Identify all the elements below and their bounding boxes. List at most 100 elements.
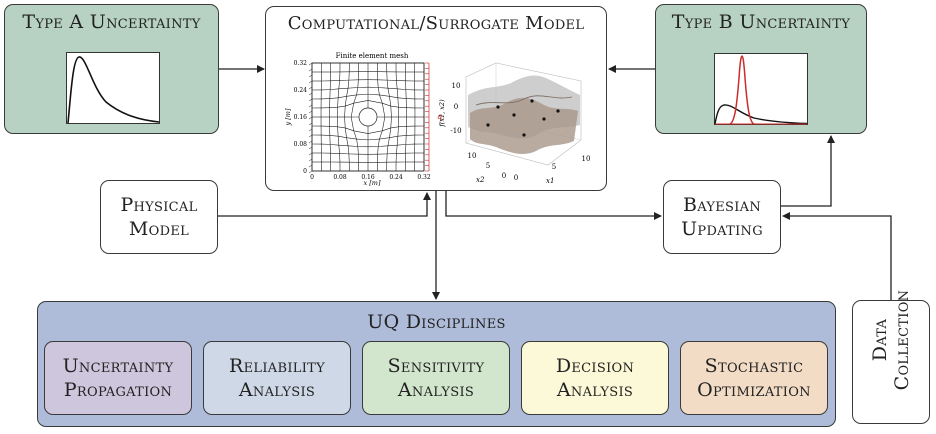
mesh-edge [387, 144, 398, 147]
sample-point [530, 99, 534, 103]
surface-x1-tick: 5 [552, 163, 556, 171]
mesh-x-tick: 0.08 [333, 174, 347, 181]
mesh-edge [329, 97, 339, 99]
mesh-support-hatch [308, 164, 313, 168]
mesh-edge [338, 144, 349, 147]
mesh-edge [337, 126, 339, 137]
mesh-edge [390, 105, 399, 108]
mesh-edge [379, 130, 383, 140]
mesh-edge [396, 136, 399, 146]
mesh-hole [358, 107, 378, 127]
mesh-edge [348, 145, 358, 147]
mesh-grid [308, 62, 430, 174]
surrogate-surface-plot: 10 0 -10 f(x1, x2) 10 5 0 x2 0 5 10 x1 [438, 62, 591, 185]
mesh-y-tick: 0.16 [294, 114, 308, 121]
mesh-support-hatch [308, 146, 313, 150]
mesh-edge [346, 88, 349, 97]
physical-model-line1: Physical [120, 194, 198, 216]
type-b-title: Type B Uncertainty [671, 11, 851, 33]
mesh-support-hatch [308, 134, 313, 138]
mesh-edge [396, 145, 398, 154]
sample-point [556, 109, 560, 113]
type-a-pdf-plot [66, 52, 160, 124]
mesh-edge [350, 103, 354, 118]
bayesian-updating-line2: Updating [681, 218, 763, 240]
mesh-edge [338, 80, 340, 89]
mesh-x-tick: 0 [310, 174, 314, 181]
mesh-edge [386, 145, 389, 154]
mesh-edge [379, 137, 390, 140]
mesh-edge [344, 106, 346, 118]
type-b-pdf-plot [714, 53, 808, 125]
mesh-load-label: q [437, 112, 442, 121]
mesh-edge [329, 135, 339, 137]
mesh-support-hatch [308, 110, 313, 114]
mesh-edge [356, 87, 359, 95]
mesh-support-hatch [308, 116, 313, 120]
mesh-support-hatch [308, 152, 313, 156]
uq-item-line1: Reliability [229, 355, 325, 377]
mesh-edge [353, 100, 369, 104]
mesh-support-hatch [308, 86, 313, 90]
mesh-edge [387, 88, 390, 97]
mesh-y-tick: 0.08 [294, 141, 308, 148]
mesh-edge [387, 87, 398, 90]
type-a-title: Type A Uncertainty [22, 11, 201, 33]
mesh-edge [398, 106, 407, 109]
uq-item-line2: Analysis [556, 379, 634, 401]
data-collection-line2: Collection [891, 289, 913, 391]
mesh-edge [356, 139, 359, 147]
type-a-uncertainty-box: Type A Uncertainty [4, 4, 219, 134]
type-b-posterior-curve [729, 55, 755, 125]
sample-point [486, 123, 490, 127]
mesh-edge [345, 102, 354, 107]
mesh-edge [356, 138, 369, 141]
mesh-support-hatch [308, 98, 313, 102]
uq-item-stochastic-optimization: Stochastic Optimization [680, 341, 828, 415]
uq-item-line1: Stochastic [704, 355, 804, 377]
uq-item-line1: Decision [555, 355, 635, 377]
surface-z-tick: 0 [454, 103, 458, 111]
mesh-edge [382, 102, 391, 107]
mesh-edge [347, 145, 350, 154]
mesh-edge [337, 126, 346, 129]
mesh-edge [346, 94, 357, 97]
mesh-edge [338, 135, 347, 138]
uq-item-line1: Uncertainty [62, 355, 174, 377]
mesh-edge [367, 130, 383, 134]
uq-item-sensitivity-analysis: Sensitivity Analysis [362, 341, 510, 415]
mesh-edge [356, 93, 369, 96]
mesh-edge [396, 88, 399, 98]
mesh-x-label: x [m] [364, 179, 381, 187]
mesh-edge [353, 130, 357, 140]
mesh-y-tick: 0.32 [294, 60, 308, 67]
mesh-edge [377, 139, 380, 147]
mesh-edge [377, 79, 379, 88]
mesh-support-hatch [308, 122, 313, 126]
mesh-edge [329, 106, 338, 109]
mesh-support-hatch [308, 74, 313, 78]
uq-item-line2: Optimization [697, 379, 811, 401]
mesh-edge [348, 87, 358, 89]
sample-point [542, 117, 546, 121]
surface-x1-tick: 10 [582, 155, 591, 163]
physical-model-line2: Model [128, 218, 190, 240]
type-a-pdf-curve [67, 56, 160, 124]
mesh-support-hatch [308, 92, 313, 96]
mesh-y-tick: 0 [303, 168, 307, 175]
mesh-edge [397, 97, 399, 108]
mesh-y-label: y [m] [284, 108, 292, 126]
mesh-edge [379, 94, 383, 104]
mesh-edge [382, 116, 386, 131]
mesh-edge [389, 96, 392, 107]
mesh-support-hatch [308, 158, 313, 162]
mesh-edge [353, 130, 369, 134]
surface-x1-label: x1 [546, 177, 554, 185]
mesh-edge [382, 103, 386, 118]
physical-model-box: Physical Model [100, 180, 218, 254]
mesh-support-hatch [308, 140, 313, 144]
mesh-x-tick: 0.32 [417, 174, 431, 181]
mesh-edge [346, 137, 357, 140]
